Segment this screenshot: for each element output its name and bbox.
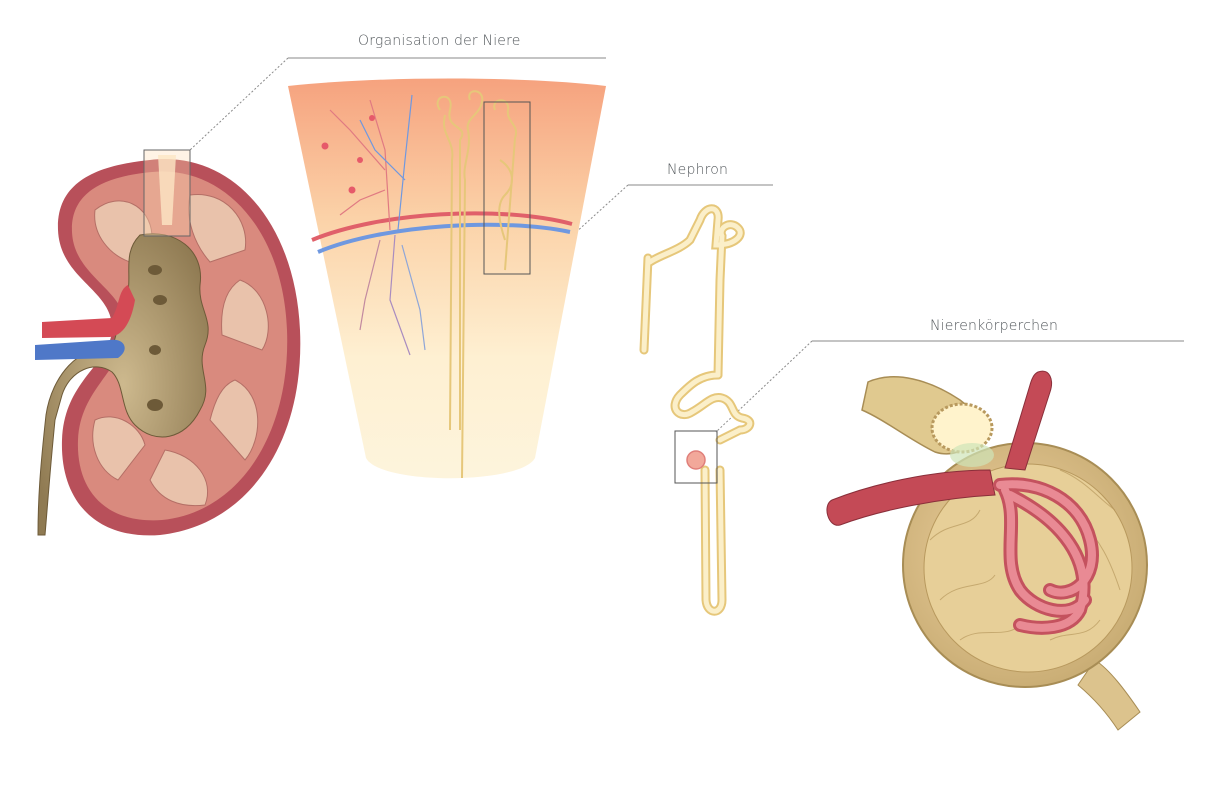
kidney-cross-section — [35, 150, 300, 535]
nephron-glomerulus — [687, 451, 705, 469]
macula-densa — [950, 443, 994, 467]
organisation-label: Organisation der Niere — [358, 33, 521, 49]
renal-vein — [35, 340, 125, 360]
corpuscle-label: Nierenkörperchen — [930, 318, 1058, 334]
org-leader — [190, 58, 288, 150]
renal-lobe-illustration — [288, 79, 606, 479]
renal-corpuscle-illustration — [827, 371, 1147, 730]
nephron-illustration — [644, 209, 750, 612]
corpuscle-leader — [716, 341, 812, 432]
nephron-label: Nephron — [667, 162, 728, 178]
renal-lobe-shape — [288, 79, 606, 479]
